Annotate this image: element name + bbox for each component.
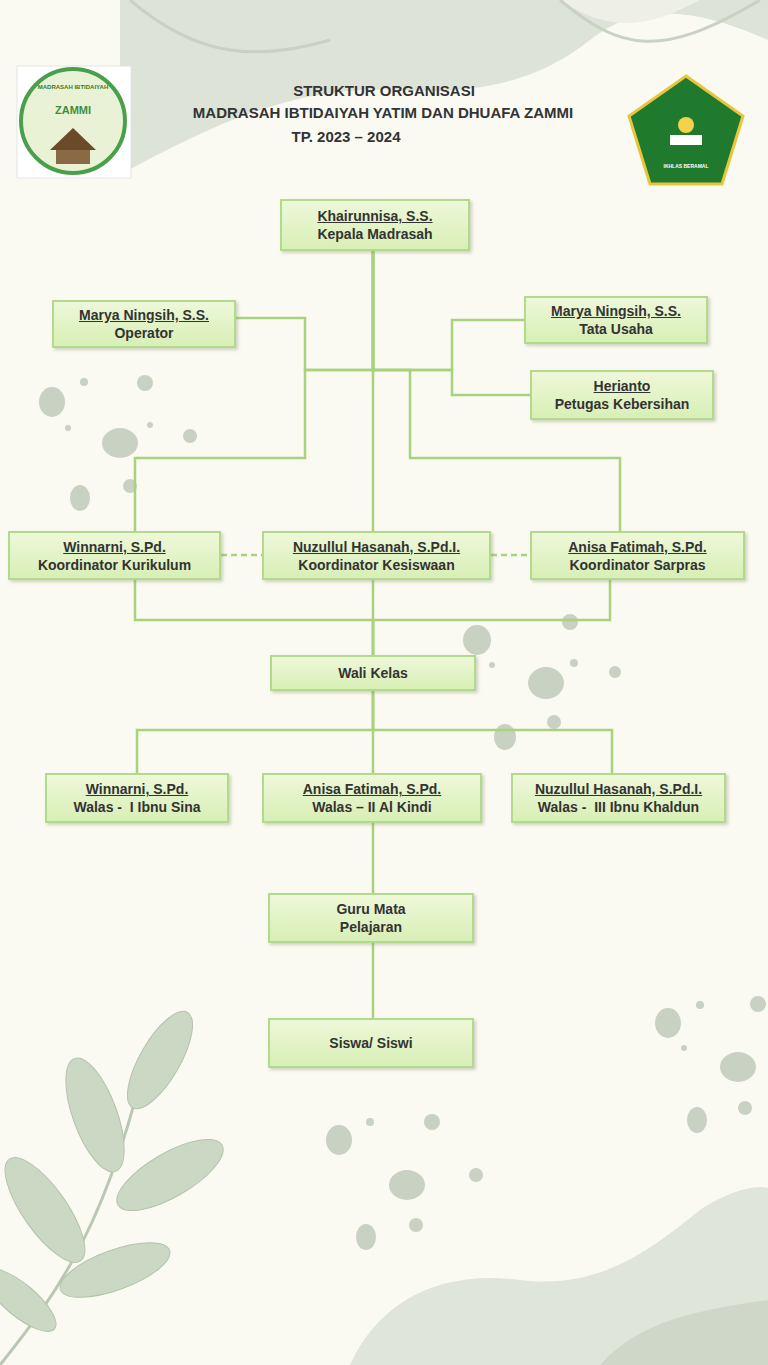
org-box: Wali Kelas: [270, 655, 476, 691]
person-name: Nuzullul Hasanah, S.Pd.I.: [535, 780, 702, 798]
role-title: Tata Usaha: [579, 320, 653, 338]
role-title: Guru Mata Pelajaran: [308, 900, 434, 936]
person-name: Anisa Fatimah, S.Pd.: [568, 538, 706, 556]
diagram-title: STRUKTUR ORGANISASI: [293, 82, 475, 99]
role-title: Siswa/ Siswi: [329, 1034, 412, 1052]
bottom-wave-dark: [600, 1300, 768, 1365]
org-box: Winnarni, S.Pd.Koordinator Kurikulum: [8, 531, 221, 580]
person-name: Herianto: [594, 377, 651, 395]
org-box: Nuzullul Hasanah, S.Pd.I.Walas - III Ibn…: [511, 773, 726, 823]
connector-line: [373, 251, 530, 395]
connector-line: [137, 691, 373, 773]
dashed-link: [491, 554, 530, 557]
person-name: Anisa Fatimah, S.Pd.: [303, 780, 441, 798]
connector-line: [372, 943, 375, 1018]
org-box: Marya Ningsih, S.S.Tata Usaha: [524, 296, 708, 344]
org-box: Guru Mata Pelajaran: [268, 893, 474, 943]
kemenag-logo: [629, 76, 743, 184]
role-title: Kepala Madrasah: [317, 225, 432, 243]
person-name: Nuzullul Hasanah, S.Pd.I.: [293, 538, 460, 556]
org-box: Anisa Fatimah, S.Pd.Koordinator Sarpras: [530, 531, 745, 580]
top-line: [130, 0, 330, 52]
org-box: Nuzullul Hasanah, S.Pd.I.Koordinator Kes…: [262, 531, 491, 580]
connector-line: [373, 580, 610, 655]
connector-line: [373, 251, 524, 370]
person-name: Winnarni, S.Pd.: [63, 538, 166, 556]
role-title: Walas - I Ibnu Sina: [73, 798, 200, 816]
role-title: Operator: [114, 324, 173, 342]
org-box: Khairunnisa, S.S.Kepala Madrasah: [280, 199, 470, 251]
role-title: Walas – II Al Kindi: [312, 798, 432, 816]
logo-text: ZAMMI: [55, 104, 91, 116]
bottom-wave: [350, 1187, 768, 1365]
person-name: Winnarni, S.Pd.: [86, 780, 189, 798]
connector-line: [135, 251, 373, 531]
connector-line: [236, 251, 373, 370]
leaf-illustration: [0, 1002, 233, 1365]
org-box: Siswa/ Siswi: [268, 1018, 474, 1068]
subtitle: MADRASAH IBTIDAIYAH YATIM DAN DHUAFA ZAM…: [193, 104, 573, 121]
dots: [39, 375, 766, 1250]
dashed-link: [221, 554, 262, 557]
logo-text: MADRASAH IBTIDAIYAH: [38, 84, 108, 90]
role-title: Koordinator Sarpras: [569, 556, 705, 574]
person-name: Khairunnisa, S.S.: [317, 207, 432, 225]
role-title: Petugas Kebersihan: [555, 395, 690, 413]
connector-line: [135, 580, 373, 655]
role-title: Wali Kelas: [338, 664, 408, 682]
logo-text: IKHLAS BERAMAL: [664, 163, 709, 169]
role-title: Koordinator Kesiswaan: [298, 556, 454, 574]
madrasah-logo: [17, 66, 131, 178]
org-box: HeriantoPetugas Kebersihan: [530, 370, 714, 420]
org-box: Anisa Fatimah, S.Pd.Walas – II Al Kindi: [262, 773, 482, 823]
person-name: Marya Ningsih, S.S.: [551, 302, 681, 320]
org-box: Marya Ningsih, S.S.Operator: [52, 300, 236, 348]
role-title: Koordinator Kurikulum: [38, 556, 191, 574]
org-box: Winnarni, S.Pd.Walas - I Ibnu Sina: [45, 773, 229, 823]
connector-line: [372, 823, 375, 893]
top-wave-light: [560, 0, 700, 23]
top-line: [560, 0, 760, 41]
person-name: Marya Ningsih, S.S.: [79, 306, 209, 324]
subtitle: TP. 2023 – 2024: [292, 128, 401, 145]
role-title: Walas - III Ibnu Khaldun: [538, 798, 699, 816]
connector-line: [373, 691, 612, 773]
